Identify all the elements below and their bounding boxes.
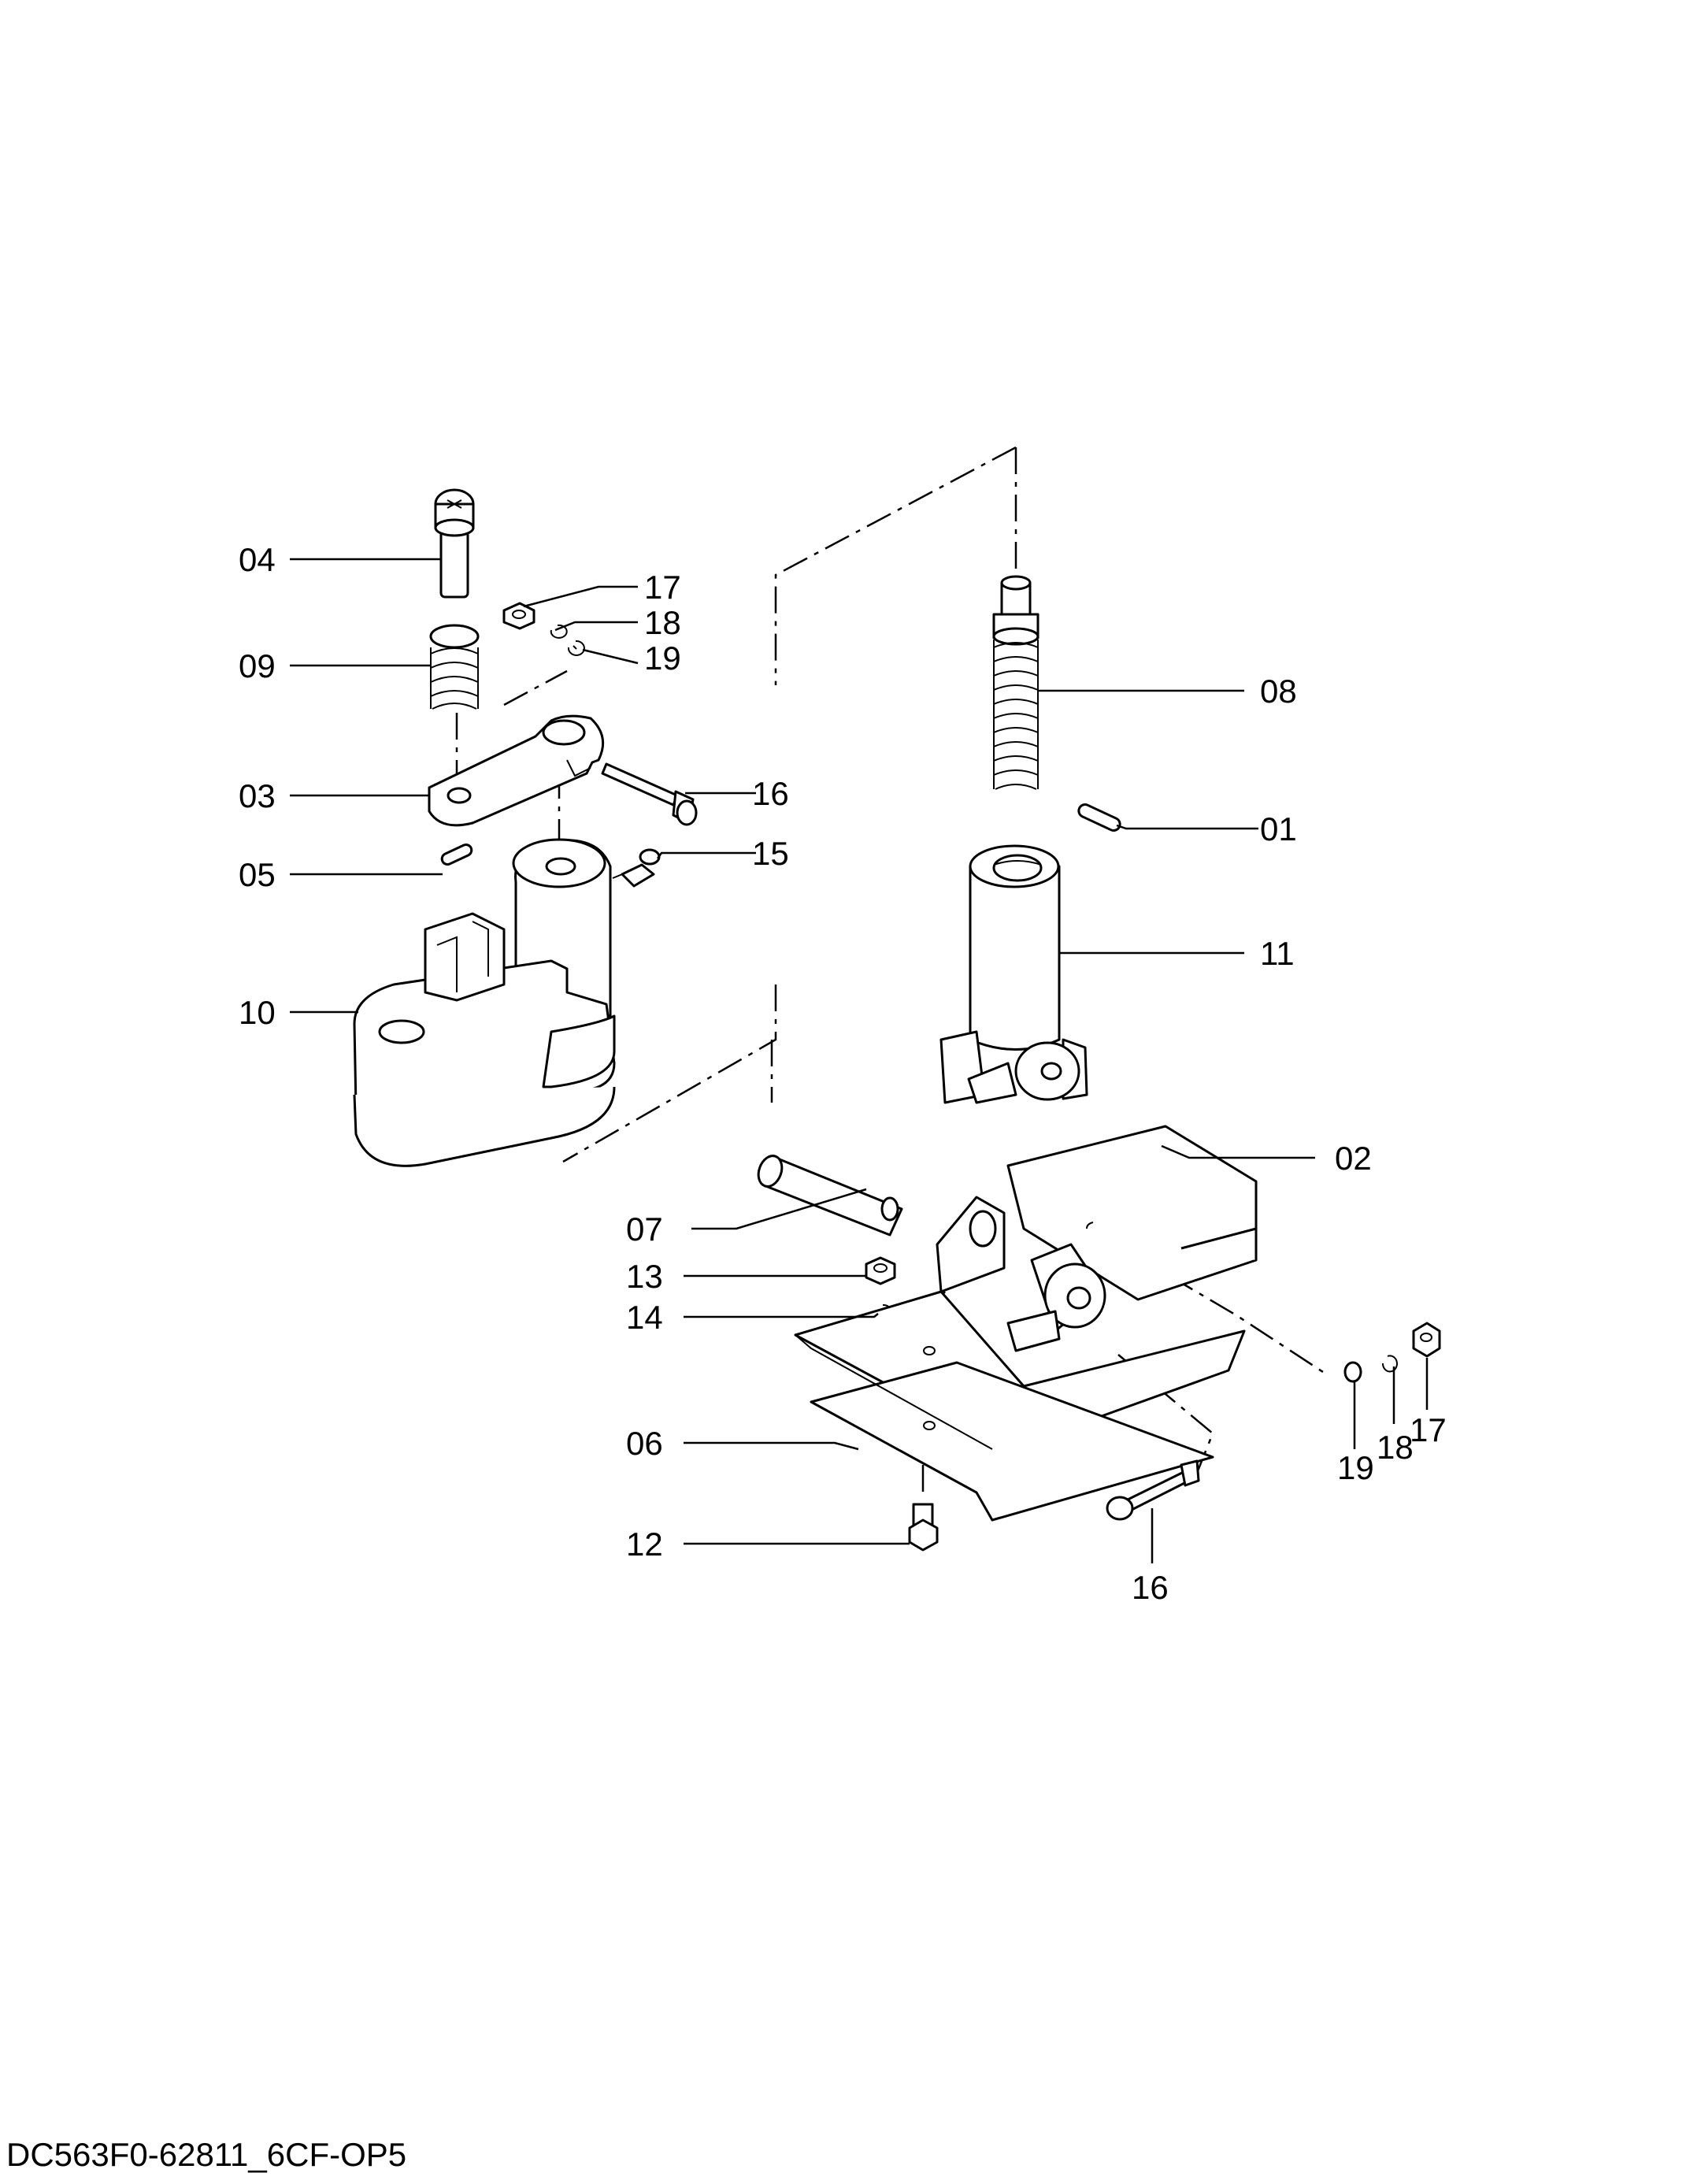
callout-06: 06 (626, 1425, 663, 1462)
callout-16-bottom: 16 (1132, 1569, 1169, 1606)
part-06-plate (794, 1290, 1246, 1522)
callout-10: 10 (239, 994, 276, 1031)
part-19-clip-top (567, 640, 585, 656)
part-16-bolt-top (601, 762, 698, 826)
part-17-nut-top (502, 602, 536, 630)
callout-03: 03 (239, 777, 276, 814)
part-08-shaft (992, 575, 1040, 790)
callout-01: 01 (1260, 810, 1297, 847)
callout-11: 11 (1260, 935, 1295, 972)
left-assembly (353, 488, 698, 1167)
part-03-arm (428, 714, 605, 827)
right-assembly (757, 575, 1441, 1552)
callout-14: 14 (626, 1299, 663, 1336)
callout-18-top: 18 (644, 604, 681, 641)
part-09-spring (429, 624, 480, 710)
part-12-bolt (908, 1503, 939, 1552)
part-17-nut-right (1412, 1322, 1441, 1358)
part-07-shaft (757, 1155, 903, 1237)
part-10-housing (353, 838, 616, 1167)
bracket-left (936, 1196, 1006, 1293)
part-19-washer-right (1343, 1361, 1362, 1383)
callout-labels: 04 09 03 05 10 17 18 19 16 15 08 01 11 0… (239, 541, 1447, 1606)
callout-17-bottom: 17 (1410, 1411, 1447, 1448)
part-01-pin (1077, 803, 1121, 832)
callout-07: 07 (626, 1211, 663, 1248)
callout-16-top: 16 (752, 775, 789, 812)
callout-05: 05 (239, 856, 276, 893)
callout-17-top: 17 (644, 569, 681, 606)
callout-15: 15 (752, 835, 789, 872)
callout-12: 12 (626, 1526, 663, 1563)
callout-19-bottom: 19 (1337, 1449, 1374, 1486)
callout-09: 09 (239, 647, 276, 684)
callout-18-bottom: 18 (1377, 1429, 1414, 1466)
callout-04: 04 (239, 541, 276, 578)
bracket-right (1006, 1243, 1106, 1352)
document-code: DC563F0-62811_6CF-OP5 (6, 2136, 407, 2173)
callout-13: 13 (626, 1258, 663, 1295)
part-18-clip-right (1381, 1355, 1398, 1373)
part-16-bolt-bottom (1106, 1459, 1200, 1521)
part-04-pin (434, 488, 475, 599)
callout-19-top: 19 (644, 640, 681, 677)
leader-lines (290, 558, 1429, 1563)
callout-02: 02 (1335, 1140, 1372, 1177)
callout-08: 08 (1260, 673, 1297, 710)
part-13-nut (865, 1256, 896, 1285)
part-05-pin (440, 844, 473, 866)
part-11-post (939, 844, 1088, 1104)
part-15-grease-fitting (612, 848, 661, 888)
